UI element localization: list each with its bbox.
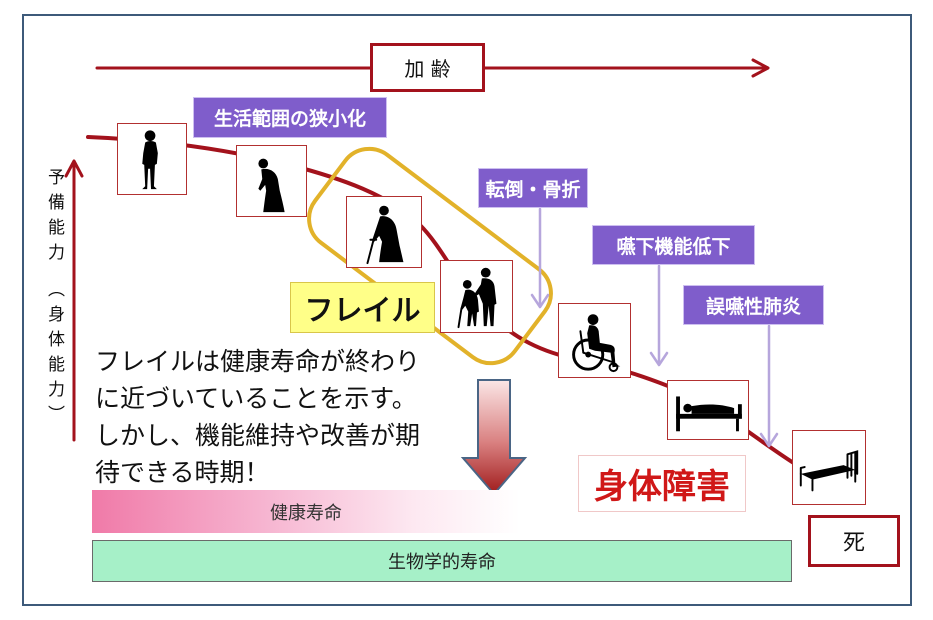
stage-label-aspiration-pneumonia: 誤嚥性肺炎 [683, 285, 824, 325]
y-axis-sub-label: （身体能力） [44, 280, 64, 430]
wheelchair-icon [572, 314, 621, 373]
empty-bed-icon [799, 450, 859, 492]
figure-box-bedridden [667, 380, 749, 440]
figure-box-wheelchair [558, 303, 631, 378]
stage-label-fall-fracture: 転倒・骨折 [478, 168, 588, 208]
assisted-walking-icon [457, 267, 497, 329]
bent-elder-icon [258, 158, 285, 213]
y-axis-label: 予備能力 [44, 168, 64, 268]
figure-box-bed [792, 430, 866, 505]
aging-label: 加 齢 [370, 43, 485, 92]
diagram-frame [22, 14, 912, 606]
health-span-label: 健康寿命 [270, 502, 342, 524]
standing-elder-icon [142, 130, 158, 190]
figure-box-bent [236, 145, 307, 217]
stage-arrow-fall-fracture [530, 207, 550, 309]
biological-lifespan-bar: 生物学的寿命 [92, 540, 792, 582]
disability-label: 身体障害 [578, 455, 746, 512]
message-line: に近づいていることを示す。 [95, 384, 417, 413]
frailty-message: フレイルは健康寿命が終わり に近づいていることを示す。 しかし、機能維持や改善が… [95, 343, 455, 491]
elder-with-cane-icon [366, 205, 404, 265]
message-line: フレイルは健康寿命が終わり [95, 347, 421, 376]
biological-lifespan-label: 生物学的寿命 [388, 552, 496, 573]
figure-box-healthy [117, 123, 187, 195]
stage-label-shrinking-activity-range: 生活範囲の狭小化 [193, 97, 387, 138]
figure-box-assisted [440, 260, 513, 333]
reserve-capacity-axis-arrow [64, 159, 84, 442]
message-line: 待できる時期！ [95, 458, 270, 487]
health-span-bar: 健康寿命 [92, 490, 520, 533]
frailty-label: フレイル [290, 282, 435, 333]
stage-label-swallowing-decline: 嚥下機能低下 [592, 225, 755, 265]
figure-box-cane [346, 196, 422, 268]
transition-down-arrow [460, 379, 528, 496]
death-label: 死 [808, 515, 900, 567]
stage-arrow-swallowing-decline [649, 264, 669, 367]
bedridden-person-icon [676, 396, 742, 432]
stage-arrow-aspiration-pneumonia [759, 324, 779, 448]
message-line: しかし、機能維持や改善が期 [95, 421, 421, 450]
